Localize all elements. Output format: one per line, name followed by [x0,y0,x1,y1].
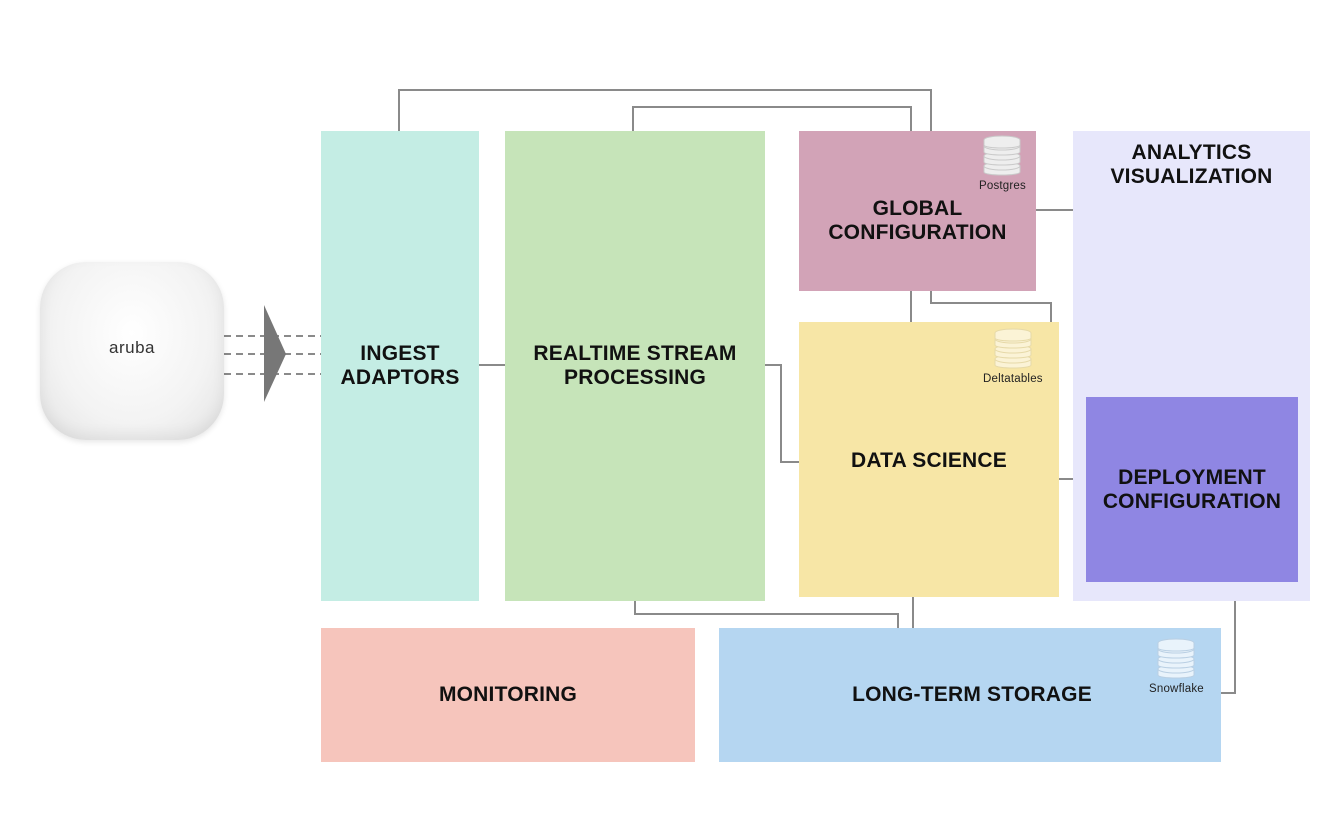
data-science-box: DATA SCIENCE Deltatables [799,322,1059,597]
snowflake-label: Snowflake [1149,683,1204,695]
deltatables-label: Deltatables [983,373,1043,385]
connector-analytics-storage [1221,601,1236,694]
connector-global-datasci-b [930,291,1052,322]
data-science-label: DATA SCIENCE [850,448,1007,472]
deltatables-database: Deltatables [983,328,1043,386]
long-term-storage-box: LONG-TERM STORAGE Snowflake [719,628,1221,762]
snowflake-database: Snowflake [1149,638,1204,696]
analytics-visualization-label: ANALYTICS VISUALIZATION [1110,141,1273,188]
deployment-configuration-box: DEPLOYMENT CONFIGURATION [1086,397,1298,582]
database-icon [994,328,1032,369]
global-configuration-box: GLOBAL CONFIGURATION Postgres [799,131,1036,291]
realtime-stream-label: REALTIME STREAM PROCESSING [533,342,737,389]
ingest-adaptors-box: INGEST ADAPTORS [321,131,479,601]
connector-ingest-global [398,89,932,131]
ingest-arrow-icon [264,305,286,402]
connector-stream-storage [634,601,899,628]
postgres-database: Postgres [979,135,1026,193]
monitoring-label: MONITORING [438,683,578,706]
connector-stream-datasci [765,364,799,463]
deployment-configuration-label: DEPLOYMENT CONFIGURATION [1102,465,1282,513]
long-term-storage-label: LONG-TERM STORAGE [852,683,1092,706]
connector-stream-global [632,106,912,131]
postgres-label: Postgres [979,180,1026,192]
realtime-stream-box: REALTIME STREAM PROCESSING [505,131,765,601]
ingest-adaptors-label: INGEST ADAPTORS [340,342,460,389]
global-configuration-label: GLOBAL CONFIGURATION [828,197,1007,244]
database-icon [1157,638,1195,679]
device-brand-label: aruba [109,338,155,357]
monitoring-box: MONITORING [321,628,695,762]
database-icon [983,135,1021,176]
aruba-access-point: aruba [40,262,224,440]
